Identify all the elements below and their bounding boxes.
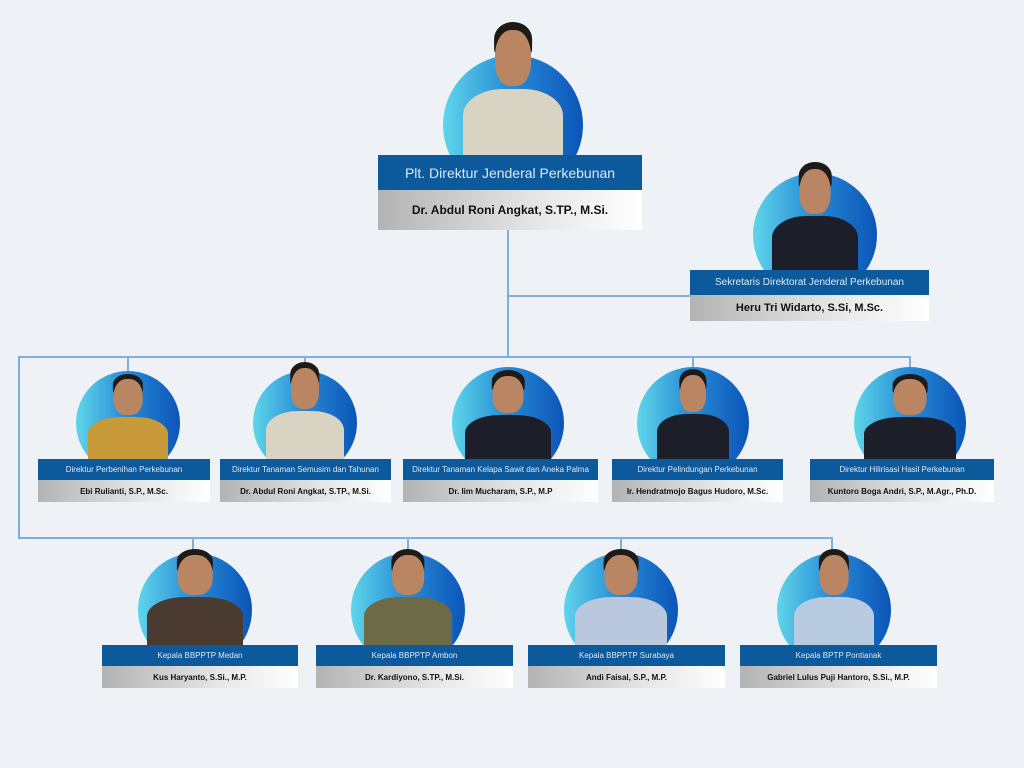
portrait-photo — [657, 369, 729, 459]
portrait-photo — [266, 362, 344, 459]
connector-line — [192, 537, 194, 553]
position-title: Direktur Tanaman Kelapa Sawit dan Aneka … — [403, 459, 598, 480]
position-title: Direktur Hilirisasi Hasil Perkebunan — [810, 459, 994, 480]
portrait-photo — [364, 549, 452, 645]
portrait-photo — [864, 374, 956, 459]
connector-line — [620, 537, 622, 553]
position-title: Kepala BBPPTP Ambon — [316, 645, 513, 666]
official-name: Kuntoro Boga Andri, S.P., M.Agr., Ph.D. — [810, 480, 994, 502]
official-name: Dr. Iim Mucharam, S.P., M.P — [403, 480, 598, 502]
portrait-photo — [575, 549, 667, 645]
position-card-directors-1: Direktur Tanaman Semusim dan Tahunan Dr.… — [220, 459, 391, 502]
connector-line — [127, 356, 129, 372]
official-name: Dr. Kardiyono, S.TP., M.Si. — [316, 666, 513, 688]
position-card-units-2: Kepala BBPPTP Surabaya Andi Faisal, S.P.… — [528, 645, 725, 688]
position-card-head: Plt. Direktur Jenderal Perkebunan Dr. Ab… — [378, 155, 642, 230]
position-title: Direktur Perbenihan Perkebunan — [38, 459, 210, 480]
position-title: Kepala BBPPTP Medan — [102, 645, 298, 666]
connector-line — [18, 537, 832, 539]
connector-line — [18, 356, 911, 358]
position-card-units-0: Kepala BBPPTP Medan Kus Haryanto, S.Si.,… — [102, 645, 298, 688]
position-card-units-3: Kepala BPTP Pontianak Gabriel Lulus Puji… — [740, 645, 937, 688]
official-name: Kus Haryanto, S.Si., M.P. — [102, 666, 298, 688]
portrait-photo — [88, 374, 168, 459]
official-name: Dr. Abdul Roni Angkat, S.TP., M.Si. — [378, 190, 642, 230]
official-name: Ir. Hendratmojo Bagus Hudoro, M.Sc. — [612, 480, 783, 502]
portrait-photo — [465, 370, 551, 459]
connector-line — [692, 356, 694, 372]
portrait-photo — [794, 549, 874, 645]
portrait-photo — [147, 549, 243, 645]
official-name: Ebi Rulianti, S.P., M.Sc. — [38, 480, 210, 502]
connector-line — [507, 230, 509, 358]
position-title: Sekretaris Direktorat Jenderal Perkebuna… — [690, 270, 929, 295]
position-title: Direktur Tanaman Semusim dan Tahunan — [220, 459, 391, 480]
position-card-directors-3: Direktur Pelindungan Perkebunan Ir. Hend… — [612, 459, 783, 502]
official-name: Gabriel Lulus Puji Hantoro, S.Si., M.P. — [740, 666, 937, 688]
position-card-directors-0: Direktur Perbenihan Perkebunan Ebi Rulia… — [38, 459, 210, 502]
portrait-photo — [772, 162, 858, 270]
position-title: Kepala BPTP Pontianak — [740, 645, 937, 666]
position-title: Direktur Pelindungan Perkebunan — [612, 459, 783, 480]
connector-line — [18, 356, 20, 539]
official-name: Andi Faisal, S.P., M.P. — [528, 666, 725, 688]
official-name: Heru Tri Widarto, S.Si, M.Sc. — [690, 295, 929, 321]
official-name: Dr. Abdul Roni Angkat, S.TP., M.Si. — [220, 480, 391, 502]
position-title: Kepala BBPPTP Surabaya — [528, 645, 725, 666]
connector-line — [831, 537, 833, 553]
connector-line — [407, 537, 409, 553]
position-title: Plt. Direktur Jenderal Perkebunan — [378, 155, 642, 190]
connector-line — [909, 356, 911, 372]
position-card-directors-2: Direktur Tanaman Kelapa Sawit dan Aneka … — [403, 459, 598, 502]
position-card-units-1: Kepala BBPPTP Ambon Dr. Kardiyono, S.TP.… — [316, 645, 513, 688]
portrait-photo — [463, 22, 563, 155]
position-card-directors-4: Direktur Hilirisasi Hasil Perkebunan Kun… — [810, 459, 994, 502]
connector-line — [507, 295, 691, 297]
position-card-secretary: Sekretaris Direktorat Jenderal Perkebuna… — [690, 270, 929, 321]
